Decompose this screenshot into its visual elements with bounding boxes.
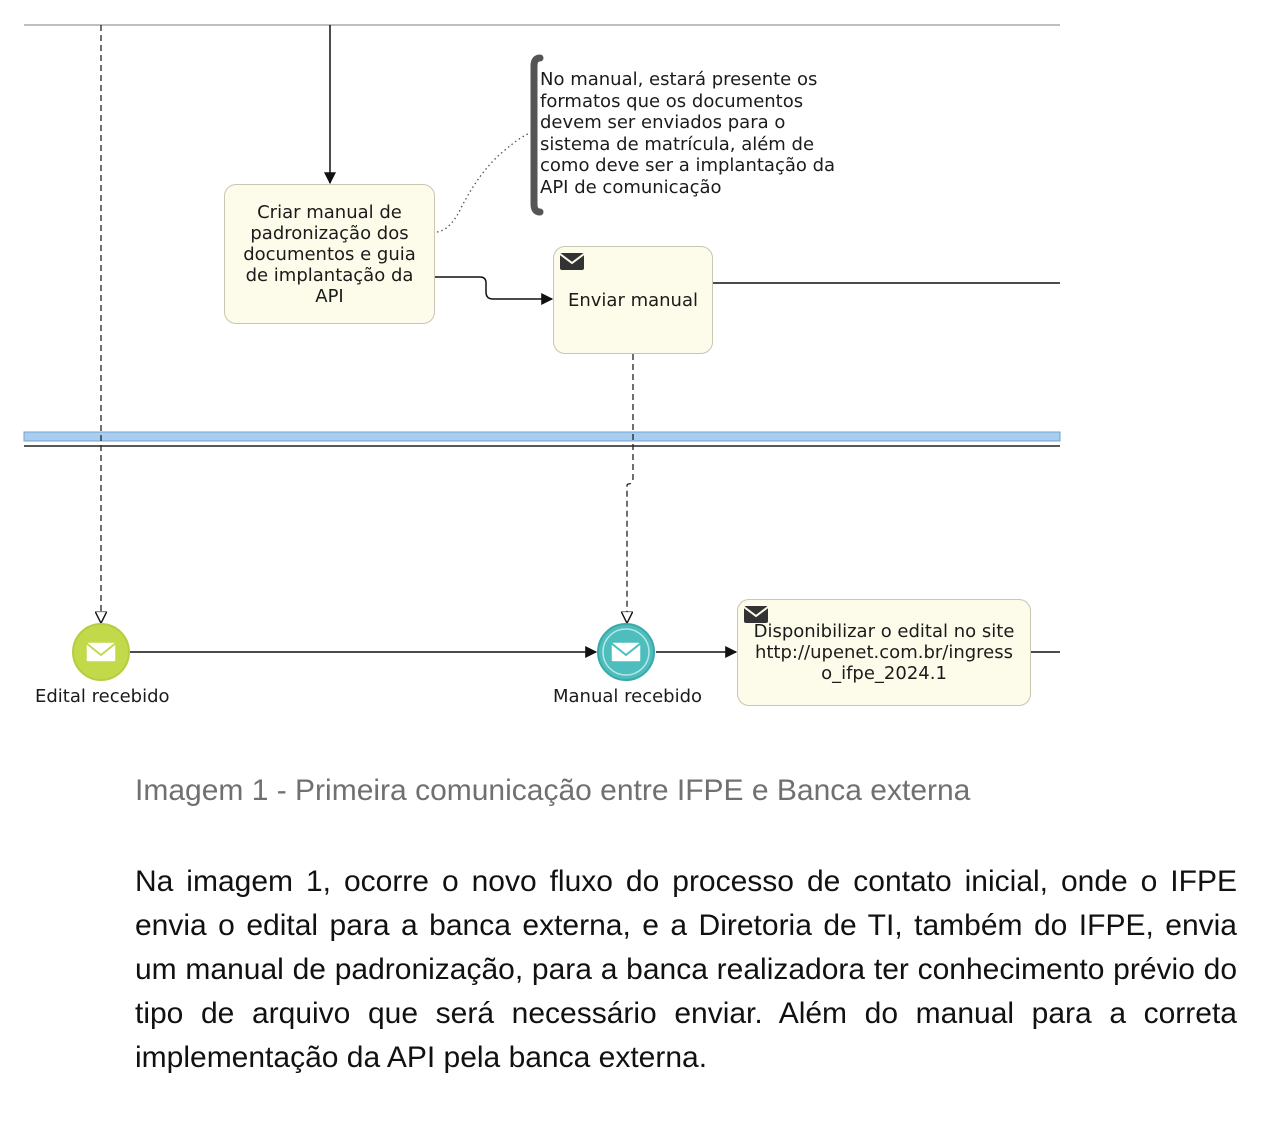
diagram-canvas xyxy=(23,24,1061,681)
task-criar-manual[interactable]: Criar manual de padronização dos documen… xyxy=(224,184,435,324)
task-enviar-manual-label: Enviar manual xyxy=(568,289,698,311)
task-criar-manual-label: Criar manual de padronização dos documen… xyxy=(243,201,416,307)
task-disponibilizar-edital-label: Disponibilizar o edital no site http://u… xyxy=(753,621,1015,684)
annotation-bracket xyxy=(530,54,544,216)
figure-caption: Imagem 1 - Primeira comunicação entre IF… xyxy=(135,774,971,807)
lane-separator xyxy=(23,431,1061,442)
task-disponibilizar-edital[interactable]: Disponibilizar o edital no site http://u… xyxy=(737,599,1031,706)
event-label-manual-recebido: Manual recebido xyxy=(553,686,703,707)
envelope-icon xyxy=(560,253,584,270)
text-annotation: No manual, estará presente os formatos q… xyxy=(540,69,836,198)
envelope-icon xyxy=(85,641,117,663)
event-edital-recebido[interactable] xyxy=(72,623,130,681)
envelope-icon xyxy=(744,606,768,623)
event-label-edital-recebido: Edital recebido xyxy=(35,686,170,707)
task-enviar-manual[interactable]: Enviar manual xyxy=(553,246,713,354)
bpmn-diagram: Criar manual de padronização dos documen… xyxy=(23,24,1061,707)
sequence-flow-criar-enviar xyxy=(435,276,554,305)
event-manual-recebido[interactable] xyxy=(597,623,655,681)
message-flow-manual xyxy=(627,354,634,622)
association-line xyxy=(436,131,533,233)
body-paragraph: Na imagem 1, ocorre o novo fluxo do proc… xyxy=(135,865,1237,1074)
envelope-icon xyxy=(610,641,642,663)
